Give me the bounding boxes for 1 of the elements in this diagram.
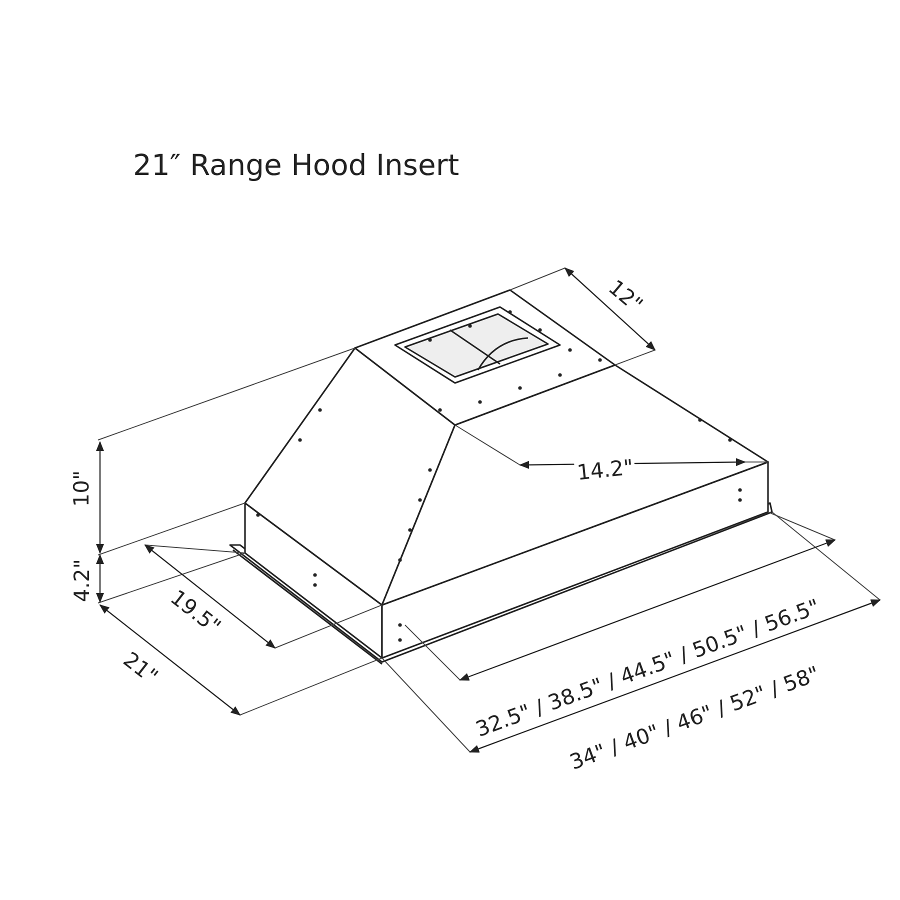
title: 21″ Range Hood Insert [133, 148, 460, 182]
